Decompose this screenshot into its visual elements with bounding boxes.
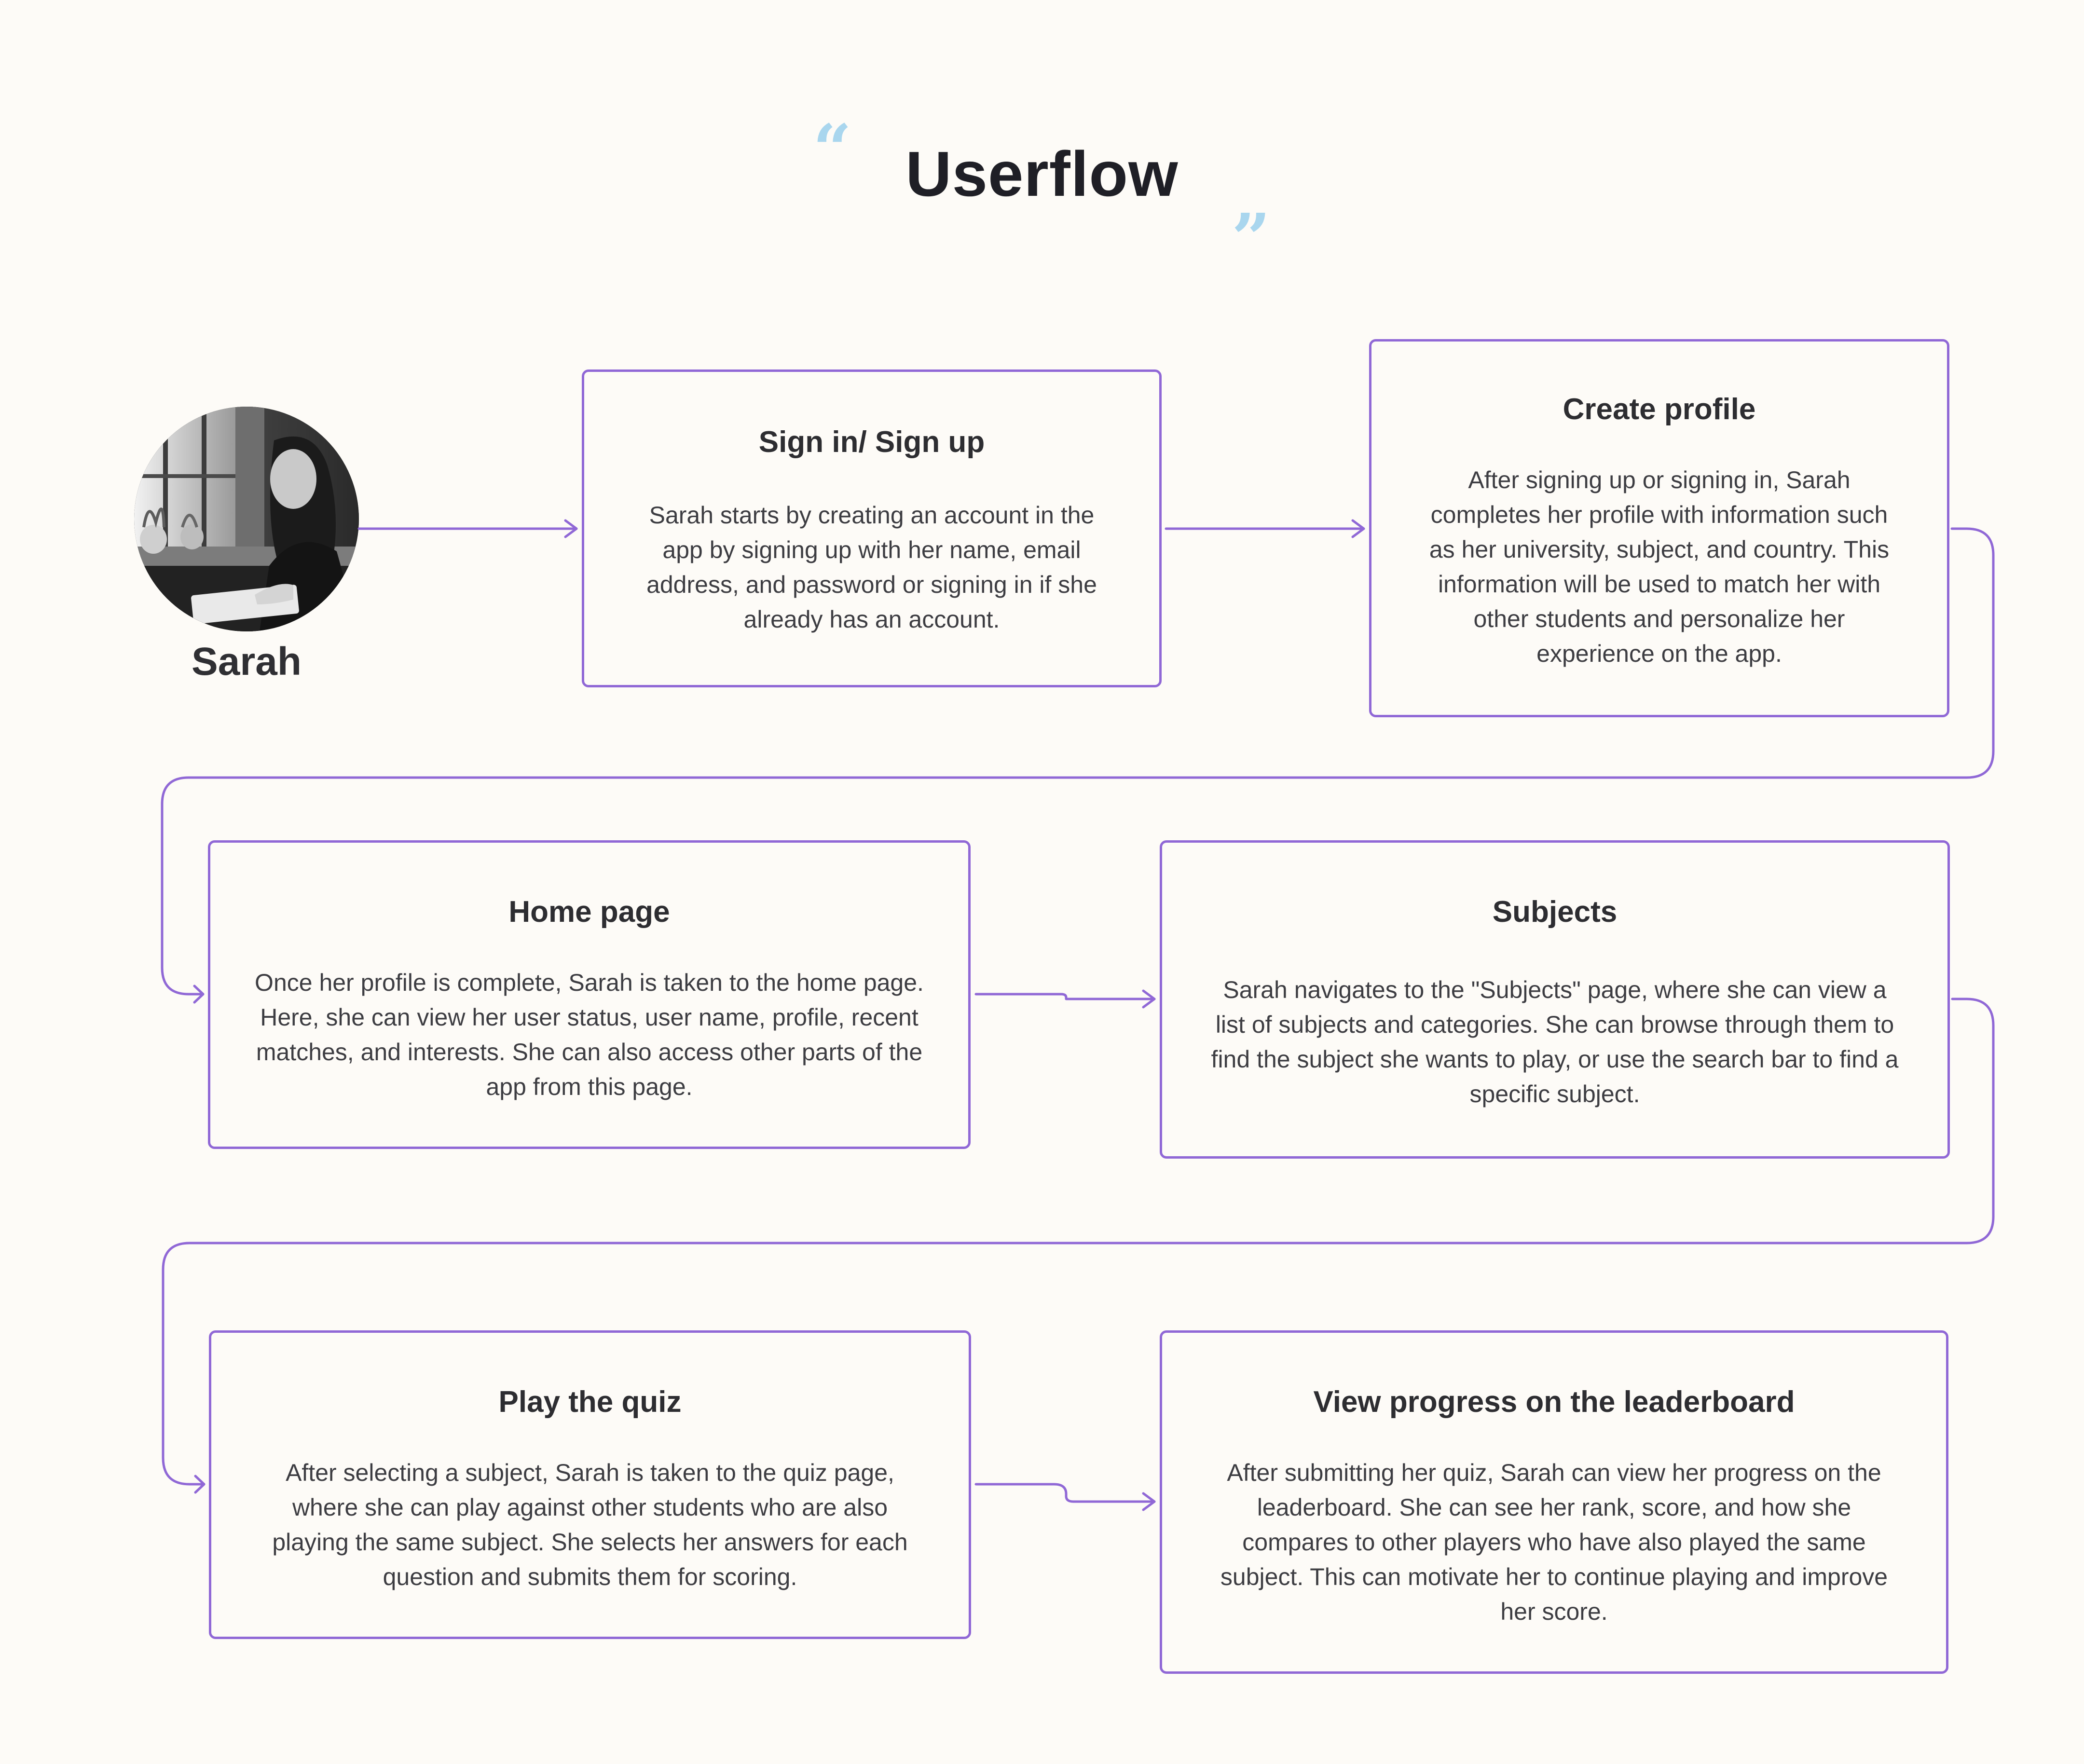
- step-description: Sarah navigates to the "Subjects" page, …: [1211, 976, 1899, 1108]
- arrowhead-home: [193, 985, 205, 1004]
- step-sign-in: Sign in/ Sign up Sarah starts by creatin…: [582, 369, 1162, 687]
- persona-name: Sarah: [192, 640, 302, 684]
- persona-photo: [134, 407, 359, 631]
- step-title: Home page: [508, 895, 670, 929]
- step-home-page: Home page Once her profile is complete, …: [208, 840, 971, 1149]
- step-description: Once her profile is complete, Sarah is t…: [255, 969, 924, 1100]
- connector-quiz-to-leaderboard: [974, 1483, 1156, 1503]
- connector-home-to-subjects: [974, 993, 1156, 1000]
- step-title: Play the quiz: [498, 1385, 682, 1419]
- page-title: Userflow: [905, 138, 1179, 209]
- arrowhead-subjects: [1142, 989, 1156, 1009]
- arrowhead-quiz: [194, 1475, 206, 1494]
- step-description: After signing up or signing in, Sarah co…: [1429, 466, 1890, 667]
- step-title: Sign in/ Sign up: [758, 425, 985, 459]
- step-leaderboard: View progress on the leaderboard After s…: [1160, 1330, 1948, 1674]
- step-play-quiz: Play the quiz After selecting a subject,…: [209, 1330, 971, 1639]
- step-create-profile: Create profile After signing up or signi…: [1369, 339, 1949, 717]
- step-title: Create profile: [1563, 393, 1756, 426]
- step-title: View progress on the leaderboard: [1313, 1385, 1795, 1419]
- step-subjects: Subjects Sarah navigates to the "Subject…: [1160, 840, 1950, 1159]
- open-quote-mark: “: [813, 110, 852, 189]
- step-title: Subjects: [1492, 895, 1618, 929]
- arrowhead-profile: [1351, 519, 1365, 538]
- close-quote-mark: ”: [1232, 199, 1271, 278]
- arrowhead-leaderboard: [1142, 1492, 1156, 1511]
- persona-avatar: [134, 407, 359, 631]
- step-description: After submitting her quiz, Sarah can vie…: [1220, 1459, 1888, 1625]
- step-description: Sarah starts by creating an account in t…: [646, 502, 1097, 633]
- arrowhead-signin: [564, 519, 578, 538]
- step-description: After selecting a subject, Sarah is take…: [272, 1459, 908, 1590]
